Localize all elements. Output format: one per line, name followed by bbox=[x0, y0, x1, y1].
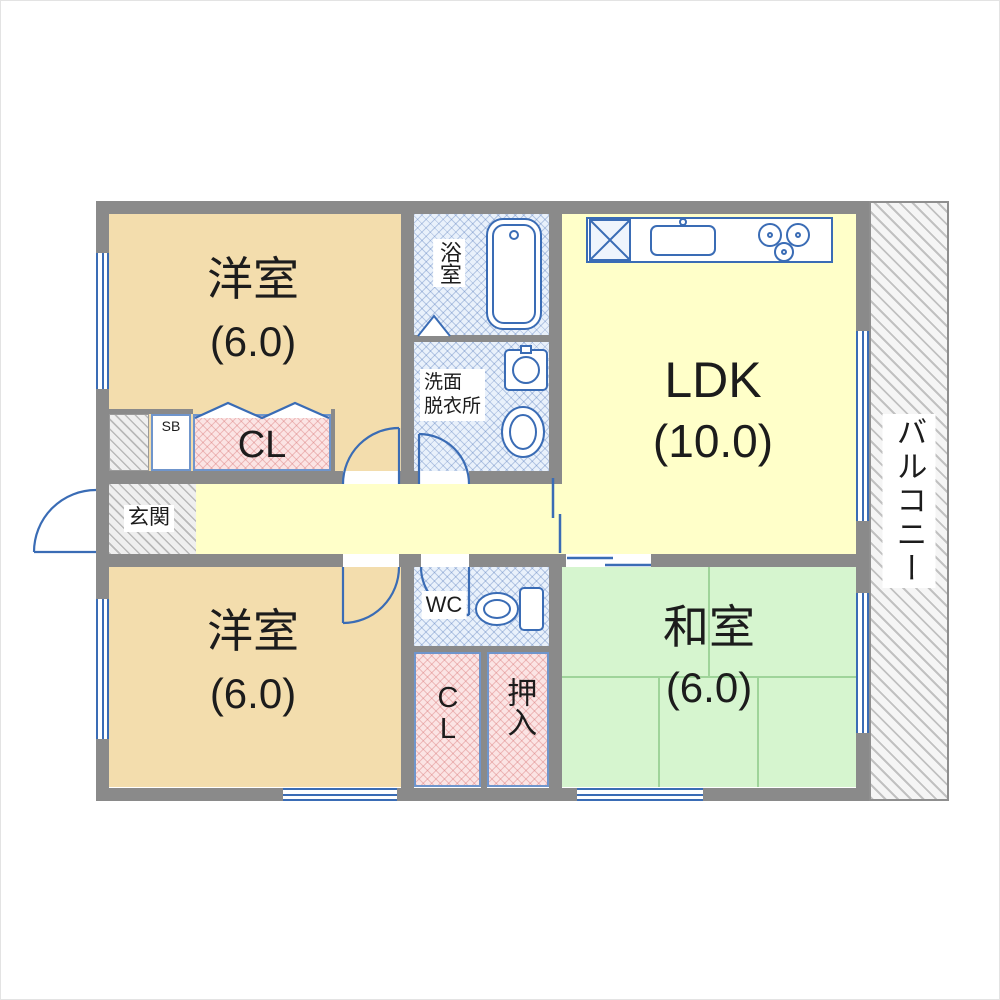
wall bbox=[331, 409, 335, 471]
oshiire-label: 押入 bbox=[502, 677, 536, 737]
room-size-western-top: (6.0) bbox=[209, 318, 297, 365]
wall bbox=[401, 567, 414, 788]
wall bbox=[399, 554, 421, 567]
wall bbox=[96, 471, 343, 484]
wall bbox=[96, 201, 869, 214]
closet-upper-label: CL bbox=[237, 424, 287, 466]
wall bbox=[651, 554, 869, 567]
wall bbox=[469, 471, 562, 484]
shoe-box-label: SB bbox=[161, 418, 181, 434]
balcony-glass-door bbox=[856, 331, 869, 521]
wall bbox=[414, 335, 549, 342]
room-ldk bbox=[562, 214, 856, 554]
shoe-box bbox=[151, 414, 191, 471]
closet-lower bbox=[414, 652, 481, 787]
balcony: バルコニー bbox=[869, 201, 949, 801]
bath-label: 浴室 bbox=[433, 239, 465, 287]
entrance-label: 玄関 bbox=[124, 505, 174, 532]
window bbox=[577, 788, 703, 801]
closet-upper bbox=[193, 414, 331, 471]
room-size-ldk: (10.0) bbox=[652, 415, 774, 467]
washroom-label-line2: 脱衣所 bbox=[424, 395, 482, 417]
room-size-japanese: (6.0) bbox=[665, 664, 753, 711]
kitchen-counter bbox=[586, 217, 833, 263]
wall bbox=[401, 214, 414, 471]
room-label-western-top: 洋室 bbox=[207, 253, 299, 305]
washroom-label-line1: 洗面 bbox=[424, 372, 463, 393]
window bbox=[96, 253, 109, 389]
entrance-door-arc bbox=[32, 488, 97, 554]
balcony-glass-door bbox=[856, 593, 869, 733]
hallway bbox=[196, 484, 562, 554]
sliding-door-japanese-icon bbox=[567, 556, 651, 567]
window bbox=[283, 788, 397, 801]
wall bbox=[109, 409, 193, 414]
wall bbox=[96, 554, 343, 567]
room-label-western-bottom: 洋室 bbox=[207, 605, 299, 657]
room-label-japanese: 和室 bbox=[663, 601, 755, 653]
wall bbox=[414, 646, 549, 652]
washroom-label: 洗面 脱衣所 bbox=[420, 369, 486, 421]
wall bbox=[549, 567, 562, 788]
wc-label: WC bbox=[421, 591, 467, 619]
oshiire-closet bbox=[487, 652, 549, 787]
wall bbox=[96, 788, 869, 801]
pipe-space bbox=[109, 414, 149, 471]
room-label-ldk: LDK bbox=[664, 352, 762, 408]
wall bbox=[399, 471, 419, 484]
room-size-western-bottom: (6.0) bbox=[209, 670, 297, 717]
wall bbox=[481, 652, 487, 788]
wall bbox=[469, 554, 566, 567]
wall bbox=[549, 214, 562, 471]
window bbox=[96, 599, 109, 739]
closet-lower-label: CL bbox=[437, 682, 459, 746]
balcony-label: バルコニー bbox=[882, 414, 936, 588]
